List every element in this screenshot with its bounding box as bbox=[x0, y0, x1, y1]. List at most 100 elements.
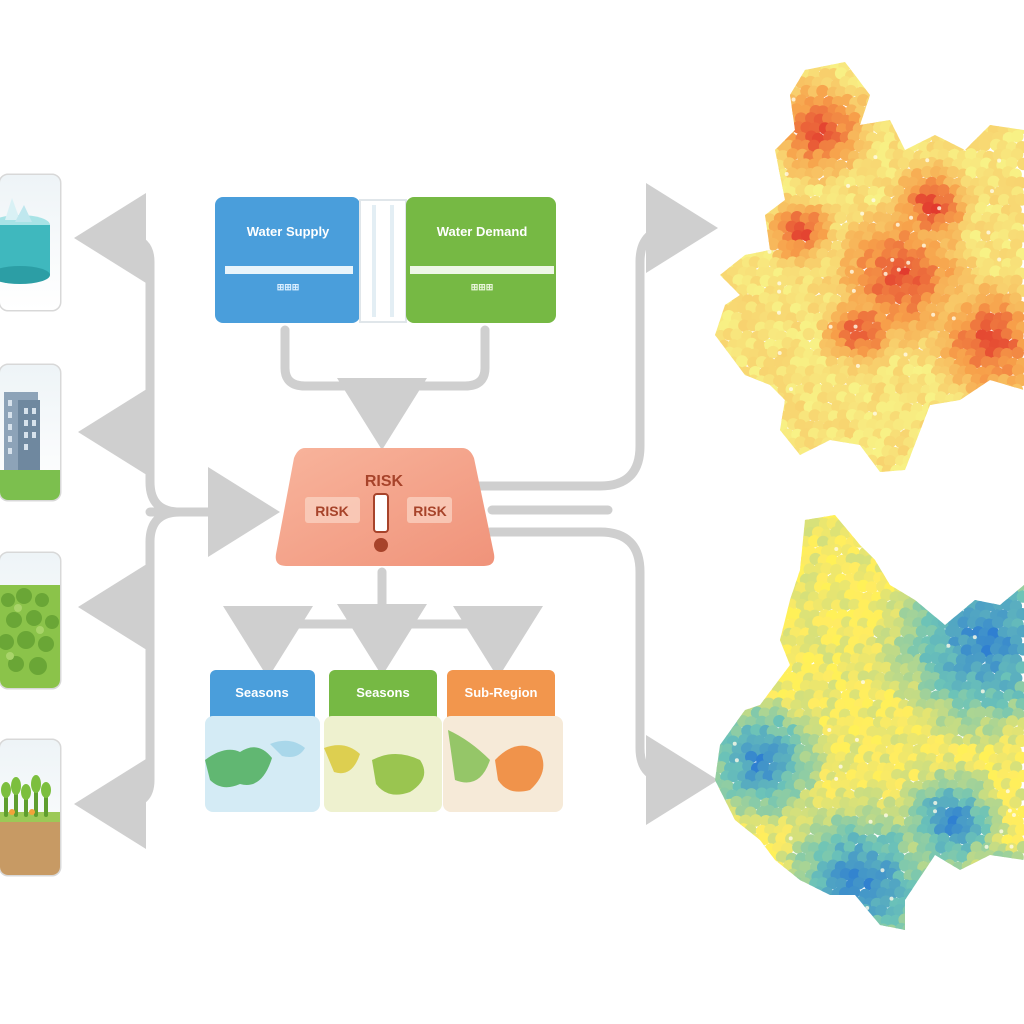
map-cell bbox=[715, 77, 727, 90]
map-cell bbox=[908, 85, 921, 99]
map-cell bbox=[937, 77, 950, 90]
map-cell bbox=[957, 724, 970, 737]
map-cell bbox=[883, 454, 897, 468]
map-cell bbox=[723, 546, 736, 559]
map-cell bbox=[924, 427, 937, 441]
map-cell bbox=[982, 384, 996, 398]
map-cell bbox=[715, 607, 723, 621]
map-cell bbox=[880, 500, 892, 512]
map-cell bbox=[883, 435, 897, 449]
map-cell bbox=[1000, 62, 1014, 73]
map-cell bbox=[973, 905, 986, 918]
map-cell bbox=[813, 922, 827, 930]
map-cell bbox=[834, 895, 848, 909]
map-cell bbox=[719, 913, 732, 927]
map-cell bbox=[962, 464, 975, 472]
map-cell bbox=[969, 552, 983, 566]
map-cell bbox=[722, 419, 735, 433]
map-cell bbox=[888, 841, 901, 855]
map-cell bbox=[921, 473, 933, 485]
map-cell bbox=[778, 582, 791, 595]
map-cell bbox=[719, 878, 732, 891]
map-cell bbox=[731, 456, 744, 469]
map-cell bbox=[980, 913, 994, 927]
map-cell bbox=[737, 645, 750, 658]
map-cell bbox=[983, 526, 996, 539]
map-speckle bbox=[929, 892, 934, 897]
map-cell bbox=[983, 401, 996, 415]
map-speckle bbox=[980, 689, 985, 694]
map-cell bbox=[1000, 886, 1013, 900]
map-cell bbox=[879, 895, 893, 908]
map-cell bbox=[776, 455, 789, 469]
map-cell bbox=[961, 87, 975, 100]
map-cell bbox=[822, 454, 836, 468]
risk-cool-map bbox=[701, 499, 1024, 930]
map-cell bbox=[970, 463, 983, 472]
map-cell bbox=[894, 112, 907, 126]
map-cell bbox=[730, 527, 744, 541]
map-cell bbox=[953, 463, 966, 472]
map-cell bbox=[930, 292, 943, 305]
map-cell bbox=[735, 897, 749, 910]
map-cell bbox=[899, 50, 911, 62]
map-cell bbox=[748, 62, 761, 72]
map-cell bbox=[711, 501, 723, 513]
map-cell bbox=[757, 112, 771, 126]
map-cell bbox=[1006, 897, 1020, 910]
map-cell bbox=[964, 94, 977, 107]
map-cell bbox=[1006, 103, 1019, 116]
map-cell bbox=[876, 202, 889, 215]
map-speckle bbox=[767, 249, 772, 254]
map-cell bbox=[757, 760, 770, 773]
map-cell bbox=[996, 859, 1010, 872]
map-cell bbox=[998, 447, 1011, 460]
map-cell bbox=[771, 536, 784, 549]
map-cell bbox=[737, 446, 751, 459]
map-cell bbox=[989, 516, 1002, 530]
map-cell bbox=[821, 598, 834, 611]
map-cell bbox=[739, 834, 753, 847]
map-cell bbox=[727, 465, 740, 472]
map-cell bbox=[1016, 590, 1024, 603]
map-cell bbox=[764, 714, 778, 728]
map-cell bbox=[948, 869, 961, 882]
map-cell bbox=[969, 319, 983, 332]
map-cell bbox=[993, 436, 1007, 449]
map-cell bbox=[715, 896, 722, 910]
map-cell bbox=[727, 411, 741, 424]
map-cell bbox=[872, 62, 885, 64]
map-cell bbox=[772, 607, 785, 620]
map-cell bbox=[904, 527, 917, 540]
map-cell bbox=[937, 906, 950, 919]
map-cell bbox=[862, 49, 874, 61]
map-cell bbox=[839, 474, 851, 486]
map-cell bbox=[915, 625, 929, 638]
map-cell bbox=[929, 346, 942, 359]
map-cell bbox=[745, 608, 758, 621]
map-cell bbox=[962, 501, 974, 513]
map-cell bbox=[839, 796, 852, 810]
map-speckle bbox=[784, 172, 789, 177]
map-cell bbox=[967, 905, 980, 918]
map-cell bbox=[875, 527, 888, 540]
map-cell bbox=[898, 535, 911, 548]
map-cell bbox=[700, 357, 712, 369]
map-speckle bbox=[855, 363, 860, 368]
map-cell bbox=[826, 914, 839, 927]
map-cell bbox=[1002, 473, 1014, 485]
map-cell bbox=[997, 894, 1010, 908]
map-cell bbox=[768, 617, 781, 630]
map-cell bbox=[816, 319, 829, 332]
map-cell bbox=[978, 429, 992, 443]
map-cell bbox=[811, 724, 824, 737]
map-cell bbox=[701, 499, 713, 511]
map-cell bbox=[926, 553, 939, 566]
map-cell bbox=[893, 545, 906, 559]
map-cell bbox=[916, 554, 929, 567]
map-cell bbox=[895, 922, 908, 930]
map-cell bbox=[715, 804, 722, 818]
map-cell bbox=[731, 515, 744, 521]
map-cell bbox=[749, 436, 762, 449]
map-cell bbox=[717, 571, 730, 584]
